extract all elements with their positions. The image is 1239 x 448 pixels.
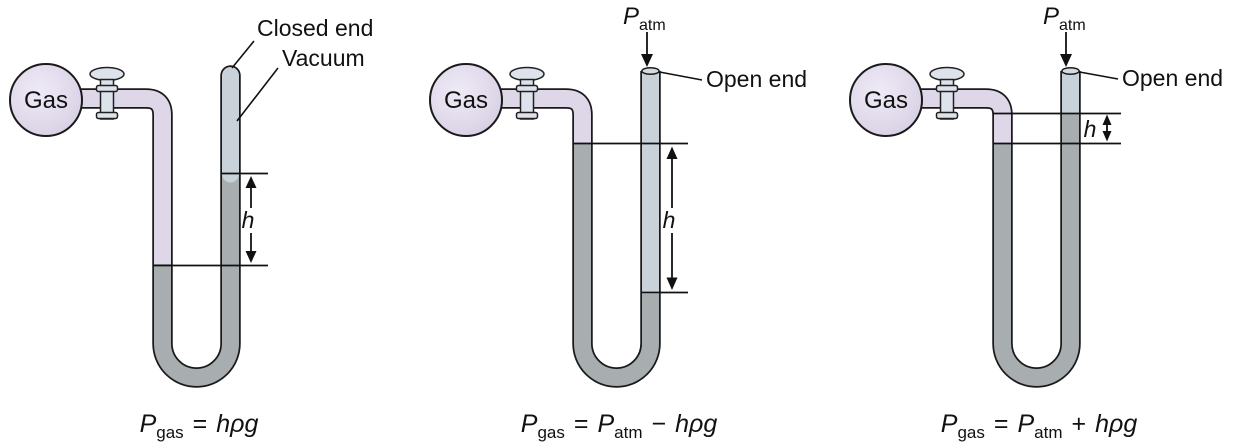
- arrow-up-head: [666, 146, 678, 159]
- equation-closed-end: Pgas=hρg: [140, 410, 259, 442]
- gas-bulb-label: Gas: [24, 87, 68, 114]
- closed-end-label: Closed end: [257, 15, 373, 41]
- open-end-leader-line: [659, 71, 703, 81]
- arrow-down-head: [245, 251, 257, 263]
- tube-open-mouth: [641, 66, 660, 76]
- open-end-label: Open end: [706, 66, 807, 92]
- vacuum-leader-line: [236, 67, 279, 122]
- arrow-up-head: [1102, 114, 1112, 125]
- p-atm-label: Patm: [623, 3, 666, 34]
- gas-column: [80, 90, 171, 265]
- valve-collar-bottom: [515, 111, 539, 120]
- gas-bulb-label: Gas: [864, 87, 908, 114]
- panel-closed-end-manometer: Gas Closed end Vacuum h Pgas=hρg: [9, 15, 373, 442]
- arrow-down-head: [666, 277, 678, 290]
- gas-bulb: [849, 63, 923, 137]
- valve-collar-top: [95, 84, 119, 93]
- valve-collar-bottom: [935, 111, 959, 120]
- open-end-leader-line: [1079, 71, 1119, 80]
- arrow-down-head: [1060, 54, 1072, 67]
- vacuum-label: Vacuum: [282, 45, 365, 71]
- valve-collar-bottom: [95, 111, 119, 120]
- h-arrow: [245, 176, 257, 263]
- h-label: h: [663, 207, 676, 233]
- p-atm-arrow: [1060, 32, 1072, 67]
- h-label: h: [1084, 116, 1097, 142]
- valve-handle: [929, 66, 965, 82]
- p-atm-label: Patm: [1043, 3, 1086, 34]
- h-arrow: [1102, 114, 1112, 142]
- mercury-column: [154, 172, 239, 386]
- gas-column: [920, 90, 1011, 144]
- panel-open-end-manometer-higher-pressure: Gas Patm Open end h Pgas=Patm+hρg: [849, 3, 1223, 442]
- h-arrow: [666, 146, 678, 290]
- mercury-column: [574, 142, 659, 386]
- panel-open-end-manometer-lower-pressure: Gas Patm Open end h Pgas=Patm−hρg: [429, 3, 807, 442]
- stopcock-valve: [89, 66, 125, 120]
- gas-bulb: [9, 63, 83, 137]
- equation-open-end-minus: Pgas=Patm−hρg: [521, 410, 718, 442]
- gas-bulb-label: Gas: [444, 87, 488, 114]
- valve-collar-top: [515, 84, 539, 93]
- valve-handle: [509, 66, 545, 82]
- arrow-down-head: [641, 54, 653, 67]
- tube-open-mouth: [1061, 66, 1080, 76]
- open-end-label: Open end: [1122, 65, 1223, 91]
- valve-handle: [89, 66, 125, 82]
- stopcock-valve: [509, 66, 545, 120]
- p-atm-arrow: [641, 32, 653, 67]
- stopcock-valve: [929, 66, 965, 120]
- closed-end-leader-line: [231, 40, 255, 69]
- arrow-up-head: [245, 176, 257, 188]
- h-label: h: [242, 207, 255, 233]
- mercury-column: [994, 113, 1079, 386]
- gas-bulb: [429, 63, 503, 137]
- gas-column: [500, 90, 591, 144]
- valve-collar-top: [935, 84, 959, 93]
- arrow-down-head: [1102, 131, 1112, 142]
- equation-open-end-plus: Pgas=Patm+hρg: [941, 410, 1138, 442]
